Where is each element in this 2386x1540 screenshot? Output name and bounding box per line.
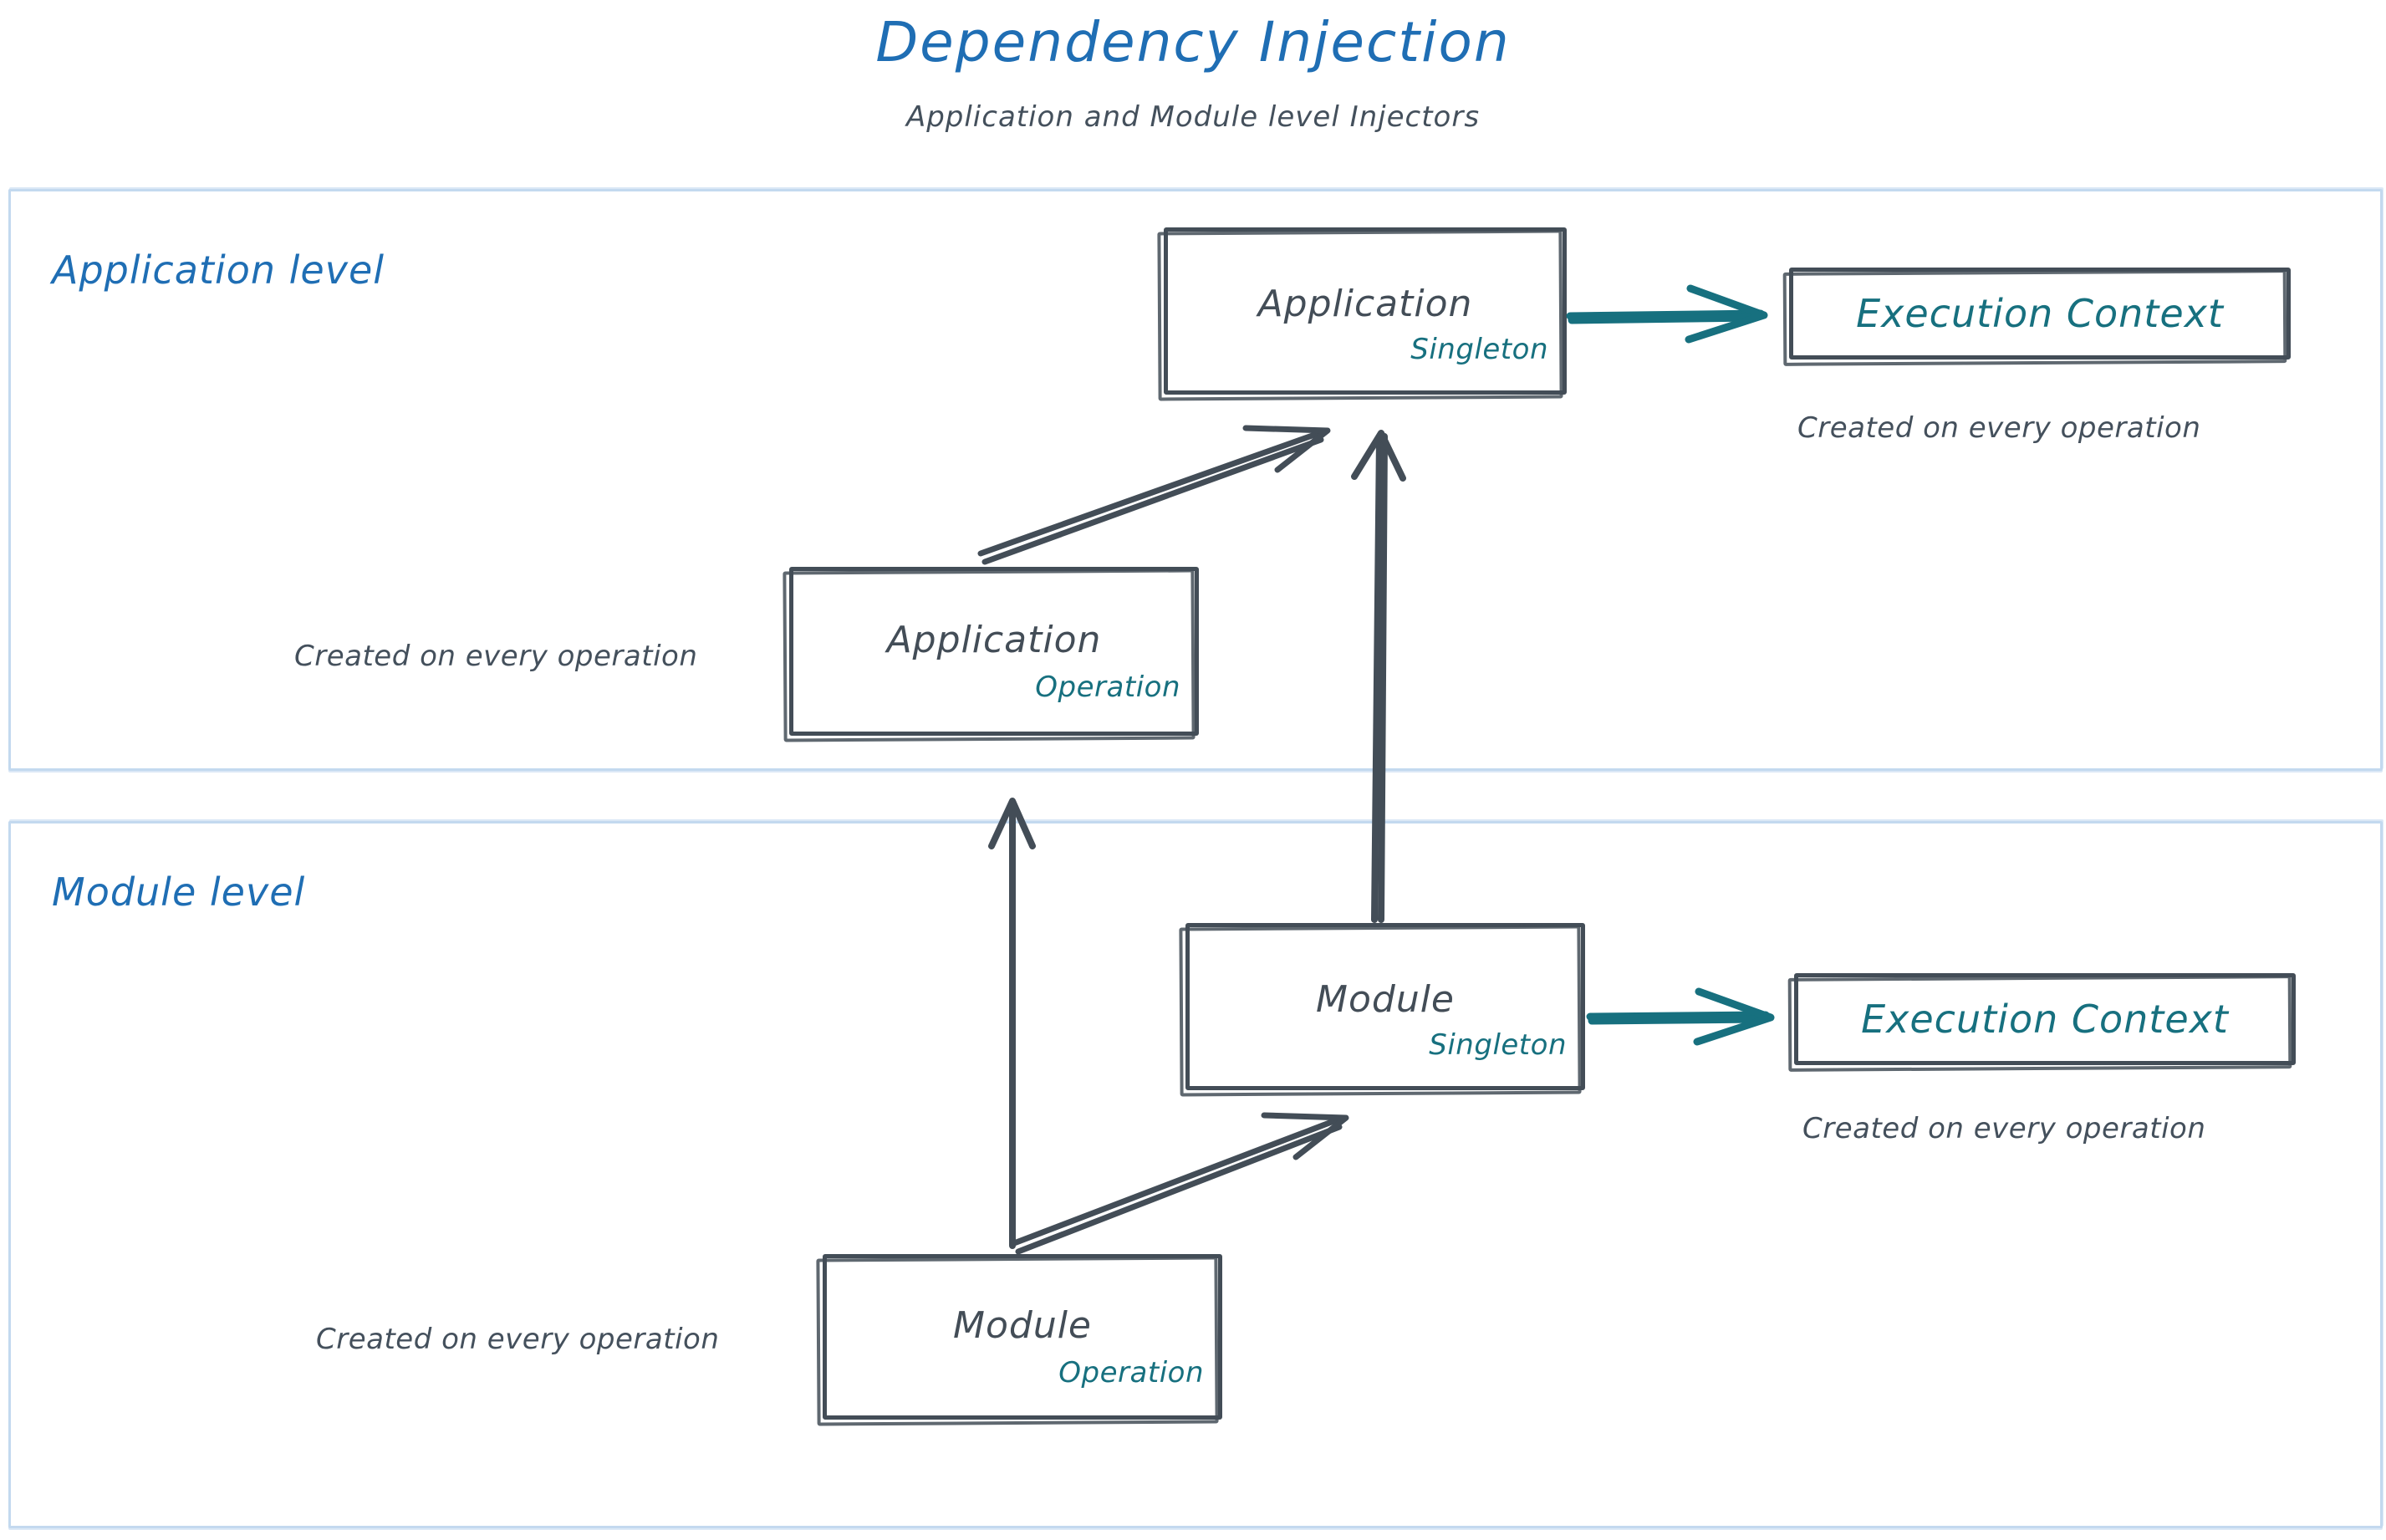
node-frame	[823, 1254, 1222, 1420]
node-title: Execution Context	[1861, 997, 2229, 1042]
node-scope: Operation	[1058, 1356, 1204, 1390]
node-module-singleton[interactable]: Module Singleton	[1179, 923, 1585, 1097]
node-title: Application	[886, 619, 1102, 661]
node-scope: Operation	[1035, 671, 1180, 704]
node-application-operation[interactable]: Application Operation	[783, 567, 1199, 742]
caption-application-operation: Created on every operation	[294, 640, 698, 673]
node-title: Module	[1316, 978, 1455, 1021]
node-application-singleton[interactable]: Application Singleton	[1157, 227, 1567, 401]
page-title: Dependency Injection	[875, 10, 1511, 74]
node-frame	[789, 567, 1199, 736]
node-frame	[1185, 923, 1585, 1090]
caption-module-operation: Created on every operation	[316, 1323, 720, 1356]
page-subtitle: Application and Module level Injectors	[905, 100, 1481, 134]
caption-execution-context-app: Created on every operation	[1797, 411, 2201, 445]
node-title: Module	[953, 1304, 1092, 1347]
node-execution-context-app[interactable]: Execution Context	[1782, 268, 2291, 366]
node-frame	[1164, 227, 1567, 395]
panel-module-level	[8, 821, 2383, 1528]
node-title: Execution Context	[1856, 291, 2224, 336]
node-title: Application	[1257, 283, 1473, 325]
caption-execution-context-module: Created on every operation	[1802, 1112, 2206, 1145]
node-scope: Singleton	[1410, 333, 1548, 366]
node-frame	[1794, 973, 2296, 1065]
panel-application-level	[8, 189, 2383, 771]
panel-label-application-level: Application level	[52, 247, 385, 293]
node-execution-context-module[interactable]: Execution Context	[1787, 973, 2296, 1072]
node-frame	[1789, 268, 2291, 360]
node-scope: Singleton	[1429, 1028, 1567, 1062]
node-module-operation[interactable]: Module Operation	[816, 1254, 1222, 1426]
panel-label-module-level: Module level	[52, 869, 306, 915]
